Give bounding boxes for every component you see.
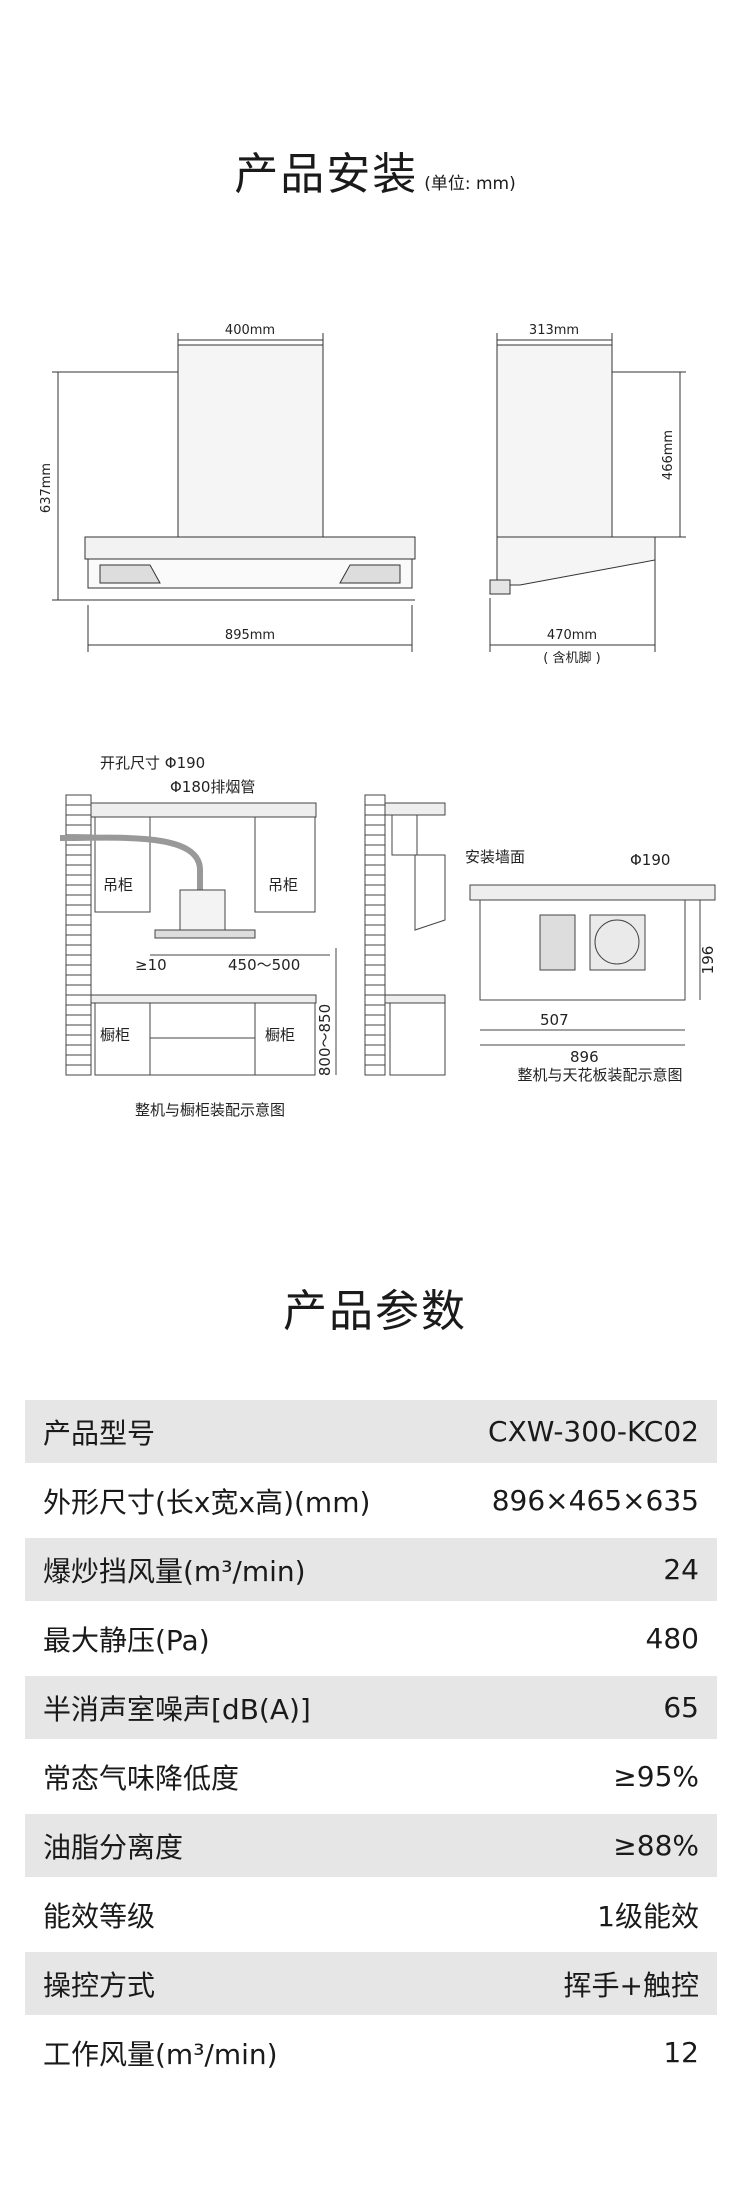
install-title: 产品安装 [234, 149, 419, 200]
spec-row: 半消声室噪声[dB(A)] 65 [25, 1676, 717, 1739]
spec-row: 外形尺寸(长x宽x高)(mm) 896×465×635 [25, 1469, 717, 1532]
spec-row: 工作风量(m³/min) 12 [25, 2021, 717, 2084]
dim-side-height: 466mm [661, 430, 676, 480]
floor-height-label: 800～850 [316, 1004, 334, 1076]
dim-side-depth: 470mm [547, 628, 597, 643]
params-section-title: 产品参数 [0, 1275, 750, 1339]
spec-row: 爆炒挡风量(m³/min) 24 [25, 1538, 717, 1601]
ceiling-assembly-diagram: 安装墙面 Φ190 507 896 196 整机与天花板装配示意图 [465, 848, 717, 1084]
spec-label: 常态气味降低度 [43, 1761, 240, 1795]
cabinet-assembly-diagram: 开孔尺寸 Φ190 Φ180排烟管 吊柜 吊柜 ≥10 450～500 橱柜 橱… [59, 754, 446, 1119]
dim-front-total: 895mm [225, 628, 275, 643]
spec-value: 480 [645, 1622, 699, 1655]
cabinet-caption: 整机与橱柜装配示意图 [135, 1101, 285, 1119]
spec-label: 油脂分离度 [43, 1830, 184, 1864]
spec-row: 产品型号 CXW-300-KC02 [25, 1400, 717, 1463]
ceiling-hole-label: Φ190 [630, 851, 670, 869]
install-section-title: 产品安装(单位: mm) [0, 138, 750, 202]
spec-value: 896×465×635 [491, 1484, 699, 1517]
spec-label: 工作风量(m³/min) [43, 2037, 278, 2071]
spec-table: 产品型号 CXW-300-KC02 外形尺寸(长x宽x高)(mm) 896×465×… [25, 1400, 717, 2090]
dim-896: 896 [570, 1048, 599, 1066]
pipe-label: Φ180排烟管 [170, 778, 255, 796]
spec-row: 最大静压(Pa) 480 [25, 1607, 717, 1670]
spec-row: 能效等级 1级能效 [25, 1883, 717, 1946]
spec-label: 爆炒挡风量(m³/min) [43, 1554, 306, 1588]
gap-label: ≥10 [135, 956, 167, 974]
unit-note: (单位: mm) [424, 174, 516, 194]
spec-value: ≥95% [613, 1760, 699, 1793]
lower-cabinet-left-label: 橱柜 [100, 1026, 130, 1044]
dim-front-width: 400mm [225, 323, 275, 338]
side-view-drawing [489, 333, 686, 652]
spec-row: 操控方式 挥手+触控 [25, 1952, 717, 2015]
dim-196: 196 [699, 946, 717, 975]
spec-value: 12 [663, 2036, 699, 2069]
dim-507: 507 [540, 1011, 569, 1029]
spec-value: 1级能效 [597, 1899, 699, 1933]
spec-value: CXW-300-KC02 [488, 1415, 699, 1448]
upper-cabinet-right-label: 吊柜 [268, 876, 298, 894]
params-title: 产品参数 [283, 1286, 467, 1337]
spec-label: 半消声室噪声[dB(A)] [43, 1692, 311, 1726]
spec-label: 外形尺寸(长x宽x高)(mm) [43, 1485, 371, 1519]
spec-row: 油脂分离度 ≥88% [25, 1814, 717, 1877]
spec-label: 能效等级 [43, 1899, 156, 1933]
dim-front-height: 637mm [39, 463, 54, 513]
lower-cabinet-right-label: 橱柜 [265, 1026, 295, 1044]
installation-diagrams: 400mm 637mm 895mm 313mm 466mm 470mm ( 含机… [39, 323, 717, 1119]
range-label: 450～500 [228, 956, 300, 974]
hole-size-label: 开孔尺寸 Φ190 [100, 754, 205, 772]
dim-side-top: 313mm [529, 323, 579, 338]
spec-value: ≥88% [613, 1829, 699, 1862]
wall-label: 安装墙面 [465, 848, 525, 866]
spec-row: 常态气味降低度 ≥95% [25, 1745, 717, 1808]
spec-value: 65 [663, 1691, 699, 1724]
front-view-drawing [52, 333, 416, 652]
ceiling-caption: 整机与天花板装配示意图 [517, 1066, 682, 1084]
spec-label: 操控方式 [43, 1968, 156, 2002]
spec-label: 产品型号 [43, 1416, 156, 1450]
dim-side-depth-note: ( 含机脚 ) [543, 650, 600, 666]
upper-cabinet-left-label: 吊柜 [103, 876, 133, 894]
spec-label: 最大静压(Pa) [43, 1623, 210, 1657]
spec-value: 24 [663, 1553, 699, 1586]
spec-value: 挥手+触控 [563, 1968, 699, 2002]
